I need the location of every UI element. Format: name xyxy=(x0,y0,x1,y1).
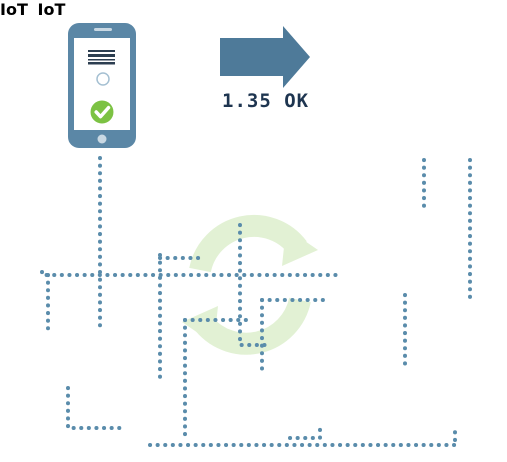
check-badge-icon: IoT IoT 1.35 OK const data = JSON.parse(… xyxy=(0,0,308,112)
check-badge-icon: IoT IoT 1.35 OK const data = JSON.parse(… xyxy=(0,0,308,112)
network-links xyxy=(40,156,472,447)
transfer-status-text: 1.35 OK xyxy=(222,90,310,112)
check-badge-icon: IoT IoT 1.35 OK const data = JSON.parse(… xyxy=(0,0,308,112)
check-badge-icon: IoT IoT 1.35 OK const data = JSON.parse(… xyxy=(0,0,308,112)
check-badge-icon: IoT IoT 1.35 OK const data = JSON.parse(… xyxy=(0,0,308,112)
check-badge-icon: IoT IoT 1.35 OK const data = JSON.parse(… xyxy=(0,0,308,112)
check-badge-icon: IoT IoT 1.35 OK const data = JSON.parse(… xyxy=(0,0,308,112)
check-badge-icon: IoT IoT 1.35 OK const data = JSON.parse(… xyxy=(0,0,308,112)
right-arrow-icon xyxy=(220,26,310,88)
check-badge-icon: IoT IoT 1.35 OK const data = JSON.parse(… xyxy=(0,0,308,112)
iot-chip-small-label: IoT xyxy=(37,0,66,19)
sync-arrows-icon xyxy=(182,214,318,355)
check-badge-icon: IoT IoT 1.35 OK const data = JSON.parse(… xyxy=(0,0,308,112)
phone-icon xyxy=(68,23,136,148)
iot-chip-large-label: IoT xyxy=(0,0,28,19)
barcode-icon xyxy=(88,50,115,65)
